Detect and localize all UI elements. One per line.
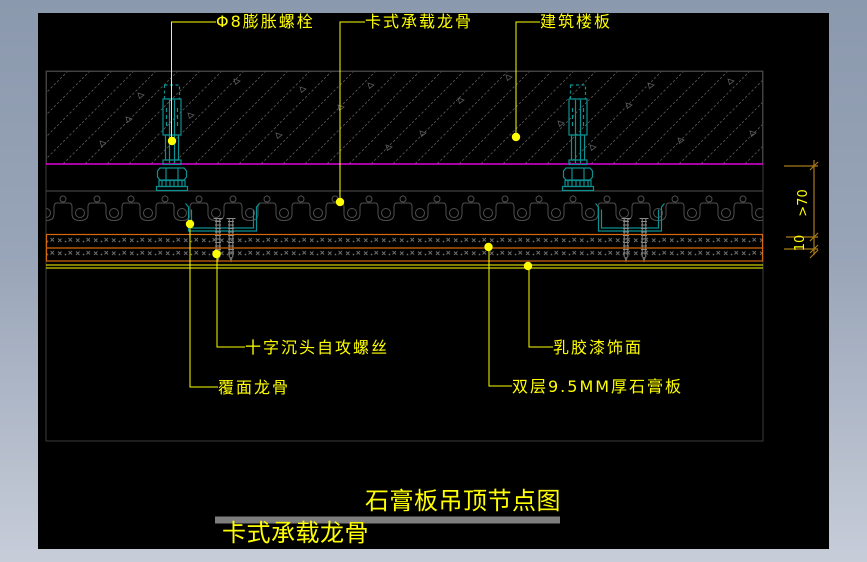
callout-expansion-bolt: Φ8膨胀螺栓 [216, 13, 315, 31]
callout-furring-keel: 覆面龙骨 [218, 378, 290, 397]
callout-gypsum-board: 双层9.5MM厚石膏板 [512, 377, 683, 396]
callout-latex-paint-finish: 乳胶漆饰面 [553, 338, 643, 357]
floor-slab-hatch [46, 71, 763, 165]
carrier-keel-profile [46, 190, 763, 226]
callout-self-tapping-screw: 十字沉头自攻螺丝 [245, 338, 389, 357]
dimension-group: >70 10 [784, 160, 819, 259]
gypsum-board-layers [45, 233, 764, 262]
selection-highlight-bar[interactable] [215, 516, 560, 524]
cad-drawing-canvas[interactable]: >70 10 Φ8膨胀螺栓 卡式承载龙骨 建筑楼板 十字沉头自攻螺丝 覆面龙骨 … [38, 12, 829, 549]
callout-floor-slab: 建筑楼板 [540, 13, 612, 31]
dim-hanger-clearance: >70 [796, 189, 811, 216]
aggregate-symbols [99, 74, 757, 152]
dim-board-thickness: 10 [793, 235, 808, 252]
ceiling-detail-drawing: >70 10 Φ8膨胀螺栓 卡式承载龙骨 建筑楼板 十字沉头自攻螺丝 覆面龙骨 … [45, 12, 819, 547]
drawing-title: 石膏板吊顶节点图 [365, 487, 561, 515]
paint-finish-lines [46, 264, 763, 269]
callout-carrier-keel: 卡式承载龙骨 [365, 13, 473, 31]
drawing-subtitle-selected[interactable]: 卡式承载龙骨 [222, 519, 369, 547]
furring-keel-channels [185, 203, 665, 232]
leader-lines [167, 21, 553, 388]
